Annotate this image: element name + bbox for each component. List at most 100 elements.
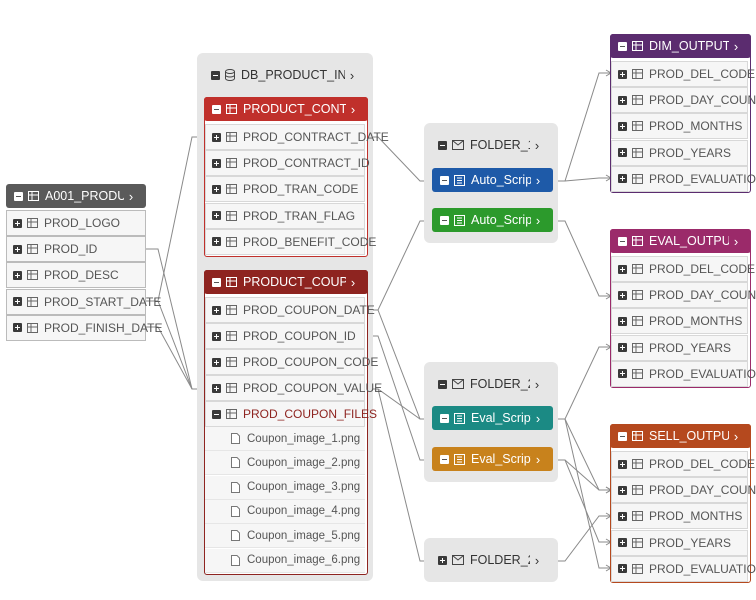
table-row[interactable]: PROD_BENEFIT_CODE xyxy=(205,228,376,255)
chevron-right-icon[interactable]: › xyxy=(535,172,541,188)
folder2-header[interactable]: FOLDER_2 › xyxy=(430,372,552,396)
expand-icon[interactable] xyxy=(618,511,627,521)
expand-icon[interactable] xyxy=(618,95,627,105)
file-item[interactable]: Coupon_image_4.png xyxy=(205,499,365,524)
chevron-right-icon[interactable]: › xyxy=(535,410,541,426)
expand-icon[interactable] xyxy=(618,538,627,548)
chevron-right-icon[interactable]: › xyxy=(534,137,540,153)
expand-icon[interactable] xyxy=(618,290,627,300)
chevron-right-icon[interactable]: › xyxy=(350,274,356,290)
file-item[interactable]: Coupon_image_6.png xyxy=(205,548,365,573)
chevron-right-icon[interactable]: › xyxy=(733,38,739,54)
expand-icon[interactable] xyxy=(618,69,627,79)
table-row[interactable]: PROD_TRAN_FLAG xyxy=(205,202,365,229)
output-header[interactable]: SELL_OUTPUT› xyxy=(610,424,751,448)
table-row[interactable]: PROD_EVALUATION xyxy=(611,360,756,387)
collapse-icon[interactable] xyxy=(440,413,449,423)
expand-icon[interactable] xyxy=(212,383,221,393)
expand-icon[interactable] xyxy=(212,331,221,341)
chevron-right-icon[interactable]: › xyxy=(128,188,134,204)
expand-icon[interactable] xyxy=(618,459,627,469)
table-row[interactable]: PROD_YEARS xyxy=(611,139,748,166)
table-row[interactable]: PROD_FINISH_DATE xyxy=(6,314,162,341)
file-item[interactable]: Coupon_image_2.png xyxy=(205,451,365,476)
expand-icon[interactable] xyxy=(212,357,221,367)
chevron-right-icon[interactable]: › xyxy=(350,101,356,117)
collapse-icon[interactable] xyxy=(440,175,449,185)
expand-icon[interactable] xyxy=(438,555,447,565)
table-row[interactable]: PROD_DAY_COUNT xyxy=(611,87,756,114)
table-row[interactable]: PROD_ID xyxy=(6,236,146,263)
table-row[interactable]: PROD_DAY_COUNT xyxy=(611,477,756,504)
collapse-icon[interactable] xyxy=(211,70,220,80)
coupon-header[interactable]: PRODUCT_COUPON › xyxy=(204,270,368,294)
coupon-files-folder[interactable]: PROD_COUPON_FILES xyxy=(205,401,377,427)
table-row[interactable]: PROD_EVALUATION xyxy=(611,165,756,192)
collapse-icon[interactable] xyxy=(618,236,627,246)
table-row[interactable]: PROD_TRAN_CODE xyxy=(205,176,365,203)
table-row[interactable]: PROD_YEARS xyxy=(611,529,748,556)
expand-icon[interactable] xyxy=(13,218,22,228)
expand-icon[interactable] xyxy=(618,264,627,274)
script-eval-1[interactable]: Eval_Script_1 › xyxy=(432,406,553,430)
expand-icon[interactable] xyxy=(212,211,221,221)
table-row[interactable]: PROD_MONTHS xyxy=(611,503,748,530)
collapse-icon[interactable] xyxy=(440,215,449,225)
collapse-icon[interactable] xyxy=(438,379,447,389)
table-row[interactable]: PROD_CONTRACT_DATE xyxy=(205,124,389,150)
expand-icon[interactable] xyxy=(618,316,627,326)
folder1-header[interactable]: FOLDER_1 › xyxy=(430,133,552,157)
chevron-right-icon[interactable]: › xyxy=(534,552,540,568)
expand-icon[interactable] xyxy=(212,132,221,142)
script-auto-2[interactable]: Auto_Script_2 › xyxy=(432,208,553,232)
expand-icon[interactable] xyxy=(212,184,221,194)
table-row[interactable]: PROD_COUPON_DATE xyxy=(205,297,375,323)
table-row[interactable]: PROD_COUPON_CODE xyxy=(205,349,378,375)
chevron-right-icon[interactable]: › xyxy=(733,428,739,444)
table-row[interactable]: PROD_COUPON_VALUE xyxy=(205,375,382,401)
collapse-icon[interactable] xyxy=(618,431,627,441)
expand-icon[interactable] xyxy=(618,369,627,379)
chevron-right-icon[interactable]: › xyxy=(733,233,739,249)
script-eval-2[interactable]: Eval_Script_2 › xyxy=(432,447,553,471)
output-header[interactable]: DIM_OUTPUT› xyxy=(610,34,751,58)
table-row[interactable]: PROD_MONTHS xyxy=(611,113,748,140)
expand-icon[interactable] xyxy=(618,148,627,158)
contract-header[interactable]: PRODUCT_CONTRACT › xyxy=(204,97,368,121)
table-row[interactable]: PROD_DEL_CODE xyxy=(611,451,755,477)
expand-icon[interactable] xyxy=(618,485,627,495)
table-row[interactable]: PROD_DESC xyxy=(6,262,146,289)
expand-icon[interactable] xyxy=(212,237,221,247)
table-row[interactable]: PROD_DAY_COUNT xyxy=(611,282,756,309)
expand-icon[interactable] xyxy=(618,564,627,574)
collapse-icon[interactable] xyxy=(212,409,221,419)
expand-icon[interactable] xyxy=(13,297,22,307)
table-row[interactable]: PROD_CONTRACT_ID xyxy=(205,150,370,177)
collapse-icon[interactable] xyxy=(212,104,221,114)
expand-icon[interactable] xyxy=(212,305,221,315)
table-row[interactable]: PROD_MONTHS xyxy=(611,308,748,335)
collapse-icon[interactable] xyxy=(14,191,23,201)
folder3-header[interactable]: FOLDER_2 › xyxy=(430,548,552,572)
file-item[interactable]: Coupon_image_5.png xyxy=(205,524,365,549)
db-header[interactable]: DB_PRODUCT_INFO › xyxy=(203,63,367,87)
script-auto-1[interactable]: Auto_Script_1 › xyxy=(432,168,553,192)
expand-icon[interactable] xyxy=(618,174,627,184)
output-header[interactable]: EVAL_OUTPUT› xyxy=(610,229,751,253)
chevron-right-icon[interactable]: › xyxy=(535,451,541,467)
table-row[interactable]: PROD_YEARS xyxy=(611,334,748,361)
file-item[interactable]: Coupon_image_1.png xyxy=(205,427,365,451)
table-row[interactable]: PROD_DEL_CODE xyxy=(611,61,755,87)
collapse-icon[interactable] xyxy=(212,277,221,287)
expand-icon[interactable] xyxy=(13,270,22,280)
expand-icon[interactable] xyxy=(618,343,627,353)
collapse-icon[interactable] xyxy=(618,41,627,51)
expand-icon[interactable] xyxy=(618,121,627,131)
collapse-icon[interactable] xyxy=(440,454,449,464)
expand-icon[interactable] xyxy=(212,158,221,168)
chevron-right-icon[interactable]: › xyxy=(535,212,541,228)
collapse-icon[interactable] xyxy=(438,140,447,150)
file-item[interactable]: Coupon_image_3.png xyxy=(205,475,365,500)
table-row[interactable]: PROD_START_DATE xyxy=(6,288,161,315)
expand-icon[interactable] xyxy=(13,244,22,254)
